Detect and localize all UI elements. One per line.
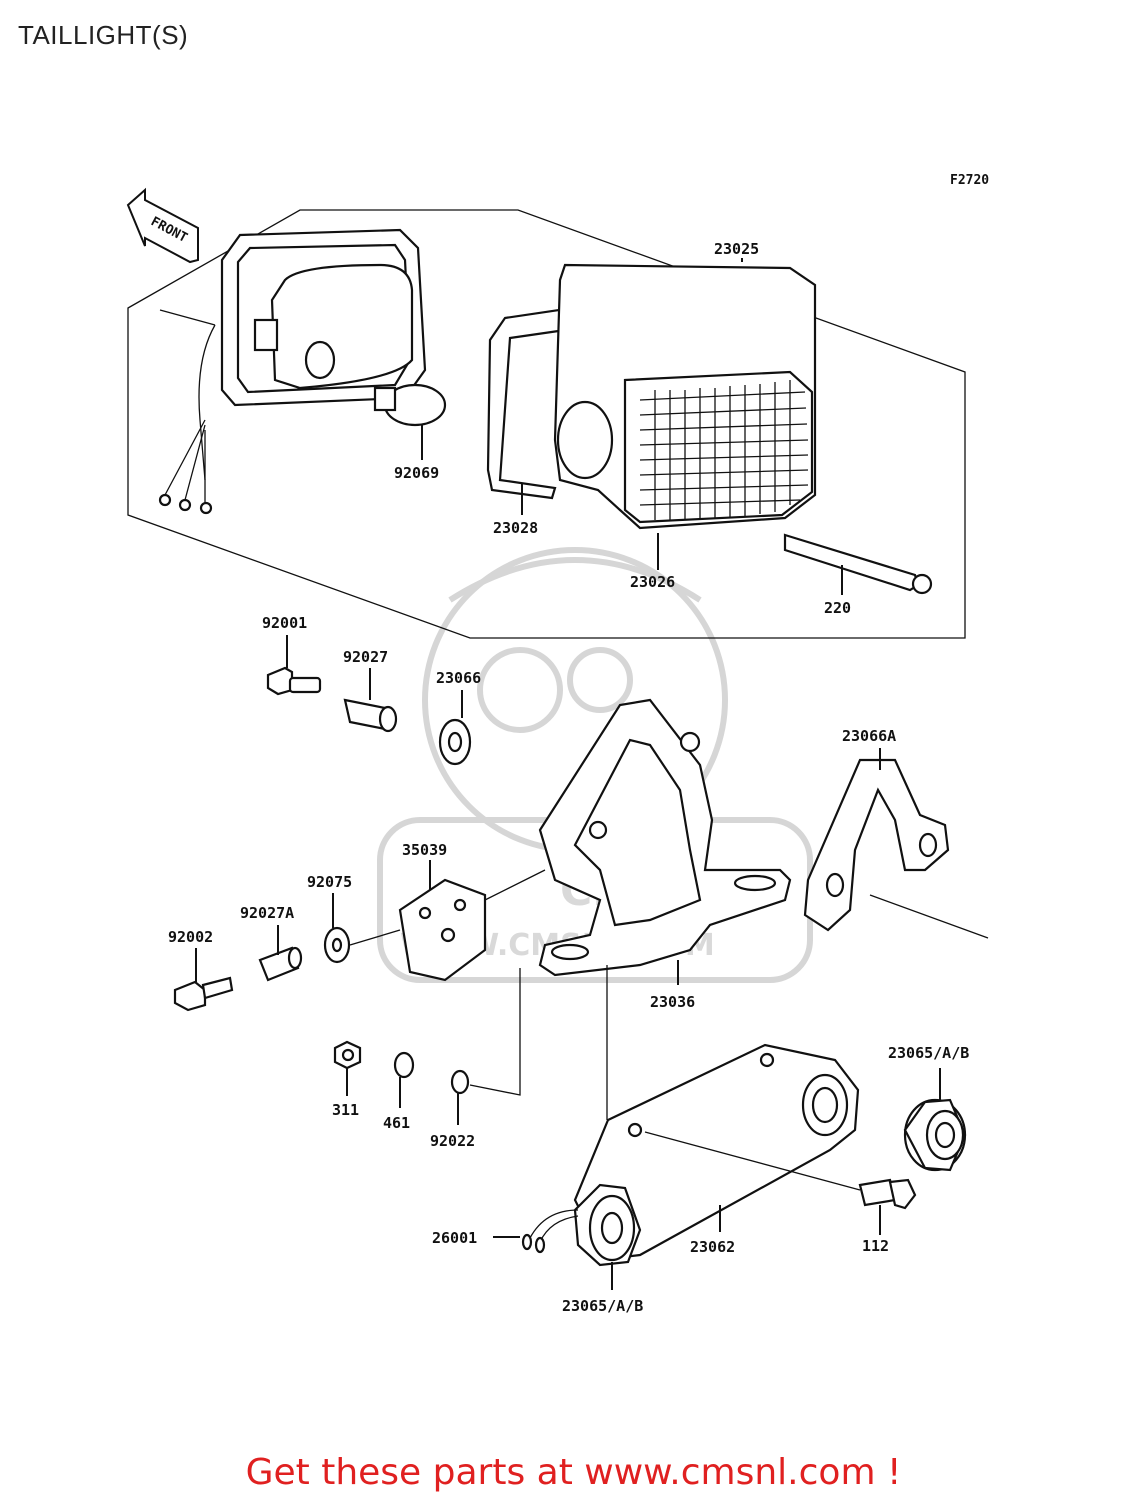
label-23066A: 23066A <box>842 727 896 745</box>
label-23025: 23025 <box>714 240 759 258</box>
label-311: 311 <box>332 1101 359 1119</box>
footer-link[interactable]: Get these parts at www.cmsnl.com ! <box>245 1452 902 1493</box>
label-23066: 23066 <box>436 669 481 687</box>
label-23065-bottom: 23065/A/B <box>562 1297 643 1315</box>
label-23028: 23028 <box>493 519 538 537</box>
part-labels: 23025 92069 23028 23026 220 92001 92027 … <box>168 240 969 1315</box>
figure-id: F2720 <box>950 173 989 188</box>
reflector-23065-bottom <box>573 1183 642 1290</box>
label-112: 112 <box>862 1237 889 1255</box>
wire-26001 <box>493 1209 579 1254</box>
label-23036: 23036 <box>650 993 695 1011</box>
taillight-base <box>158 228 427 515</box>
reflector-23065-top <box>903 1068 967 1172</box>
washer-23066 <box>438 690 472 766</box>
label-92075: 92075 <box>307 873 352 891</box>
assembly-outline <box>127 209 966 639</box>
label-92027: 92027 <box>343 648 388 666</box>
bolt-92002 <box>173 948 234 1012</box>
label-92001: 92001 <box>262 614 307 632</box>
label-23065-top: 23065/A/B <box>888 1044 969 1062</box>
label-35039: 35039 <box>402 841 447 859</box>
label-26001: 26001 <box>432 1229 477 1247</box>
lens-23026 <box>553 263 817 570</box>
washer-461 <box>393 1051 415 1108</box>
bracket-23066A <box>803 748 989 939</box>
label-92027A: 92027A <box>240 904 294 922</box>
bolt-92001 <box>266 635 322 696</box>
page-title: TAILLIGHT(S) <box>18 20 189 50</box>
bolt-112 <box>644 1131 917 1235</box>
label-92069: 92069 <box>394 464 439 482</box>
collar-92027 <box>343 668 398 733</box>
label-461: 461 <box>383 1114 410 1132</box>
label-92002: 92002 <box>168 928 213 946</box>
label-23026: 23026 <box>630 573 675 591</box>
plate-35039 <box>398 860 546 982</box>
bracket-23036 <box>538 698 792 985</box>
label-92022: 92022 <box>430 1132 475 1150</box>
bulb-92069 <box>373 383 447 460</box>
label-23062: 23062 <box>690 1238 735 1256</box>
nut-311 <box>333 1040 362 1096</box>
washer-92075 <box>323 893 401 964</box>
label-220: 220 <box>824 599 851 617</box>
collar-92027A <box>258 925 303 982</box>
washer-92022 <box>450 968 521 1125</box>
front-arrow-icon: FRONT <box>126 187 199 264</box>
screw-220 <box>783 533 933 595</box>
